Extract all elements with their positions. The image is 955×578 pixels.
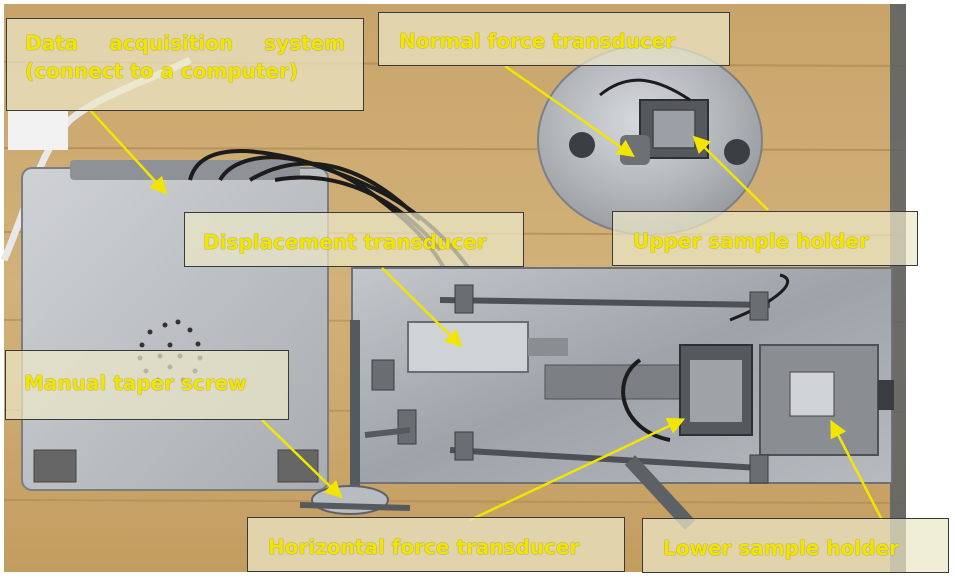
upper-disc xyxy=(537,44,763,236)
power-adapter xyxy=(8,110,68,150)
label-lower-holder: Lower sample holder xyxy=(642,518,949,573)
arrow-taper-screw xyxy=(261,419,343,499)
label-horizontal-force: Horizontal force transducer xyxy=(247,517,625,572)
label-normal-force: Normal force transducer xyxy=(378,12,730,66)
label-displacement-text: Displacement transducer xyxy=(203,230,487,254)
label-daq-line1: Data acquisition system xyxy=(25,31,345,55)
arrow-horizontal-force xyxy=(469,418,686,522)
threaded-rod xyxy=(624,455,696,530)
callout-arrows xyxy=(89,64,884,522)
arrow-daq xyxy=(89,109,168,195)
label-upper-holder-text: Upper sample holder xyxy=(633,229,869,253)
arrow-normal-force xyxy=(504,64,635,158)
label-upper-holder: Upper sample holder xyxy=(612,211,918,266)
label-taper-screw-text: Manual taper screw xyxy=(24,371,247,395)
label-daq: Data acquisition system (connect to a co… xyxy=(6,18,364,111)
arrow-displacement xyxy=(381,267,463,348)
base-plate xyxy=(351,267,894,484)
label-lower-holder-text: Lower sample holder xyxy=(663,536,899,560)
arrow-lower-holder xyxy=(830,419,884,521)
manual-taper-screw xyxy=(299,320,411,515)
label-displacement: Displacement transducer xyxy=(184,212,524,267)
label-daq-line2: (connect to a computer) xyxy=(25,59,298,83)
label-normal-force-text: Normal force transducer xyxy=(399,29,676,53)
arrow-upper-holder xyxy=(692,135,769,211)
label-taper-screw: Manual taper screw xyxy=(5,350,289,420)
label-horizontal-force-text: Horizontal force transducer xyxy=(268,535,580,559)
